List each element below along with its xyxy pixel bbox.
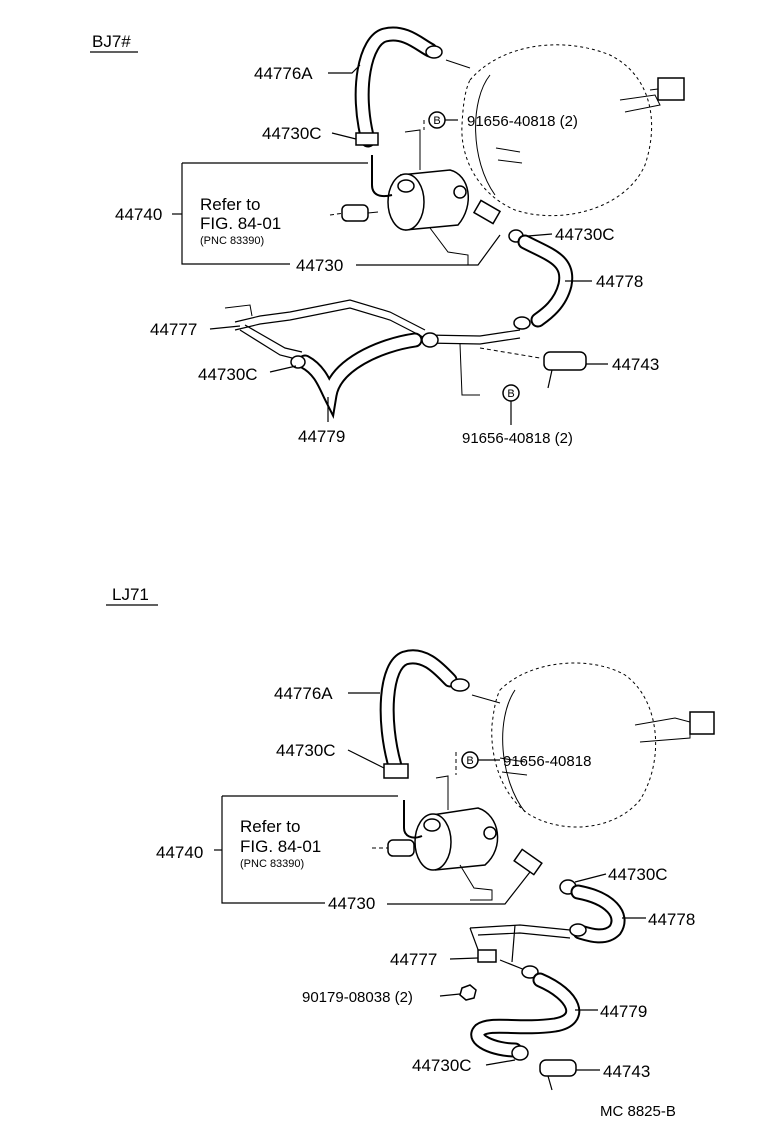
nut-icon <box>459 984 477 1001</box>
leader-line <box>527 233 553 237</box>
clamp-icon <box>511 1045 529 1061</box>
refer-line3: (PNC 83390) <box>240 858 304 870</box>
label-tube: 44777 <box>390 950 437 969</box>
hose-right <box>513 848 626 944</box>
label-bolt-bottom: 91656-40818 (2) <box>462 430 573 447</box>
section-title: BJ7# <box>92 32 131 51</box>
label-hose-lower: 44779 <box>600 1002 647 1021</box>
bolt-marker-label: B <box>433 115 440 127</box>
leader-line <box>209 325 241 330</box>
bracket-line <box>221 796 325 904</box>
label-bolt-top: 91656-40818 <box>503 753 591 770</box>
clamp-icon <box>421 332 439 348</box>
refer-line1: Refer to <box>200 195 260 214</box>
hose-upper <box>354 26 471 148</box>
brake-booster <box>491 662 715 828</box>
bolt-marker-label: B <box>466 755 473 767</box>
label-hose-upper: 44776A <box>254 64 313 83</box>
label-clamp-left: 44730C <box>276 741 336 760</box>
canister <box>329 129 469 266</box>
refer-line3: (PNC 83390) <box>200 235 264 247</box>
label-pipe: 44730 <box>296 256 343 275</box>
label-hose-right: 44778 <box>648 910 695 929</box>
label-nut: 90179-08038 (2) <box>302 989 413 1006</box>
clamp-icon <box>383 763 409 779</box>
bracket-line <box>181 163 290 265</box>
leader-line <box>449 957 479 960</box>
label-clamp-lower: 44730C <box>198 365 258 384</box>
leader-line <box>328 64 361 74</box>
tube-44777 <box>224 299 521 396</box>
label-clamp-right: 44730C <box>555 225 615 244</box>
hose-lower <box>470 965 581 1061</box>
leader-line <box>331 132 357 140</box>
brake-booster <box>461 44 685 217</box>
leader-line <box>485 1059 516 1066</box>
label-valve: 44743 <box>612 355 659 374</box>
valve-44743 <box>479 347 587 389</box>
valve-44743 <box>539 1059 577 1091</box>
leader-line <box>356 234 501 266</box>
hose-lower <box>290 332 423 419</box>
canister <box>372 775 499 901</box>
label-clamp-lower: 44730C <box>412 1056 472 1075</box>
leader-line <box>387 871 531 905</box>
refer-line2: FIG. 84-01 <box>200 214 281 233</box>
clamp-icon <box>355 132 379 146</box>
clamp-icon <box>569 923 587 937</box>
label-assembly: 44740 <box>156 843 203 862</box>
refer-line2: FIG. 84-01 <box>240 837 321 856</box>
doc-code: MC 8825-B <box>600 1103 676 1120</box>
label-assembly: 44740 <box>115 205 162 224</box>
label-clamp-right: 44730C <box>608 865 668 884</box>
clamp-icon <box>290 355 306 369</box>
label-valve: 44743 <box>603 1062 650 1081</box>
bolt-marker-label: B <box>507 388 514 400</box>
clamp-icon <box>513 316 531 330</box>
refer-line1: Refer to <box>240 817 300 836</box>
section-bj7: BJ7# <box>90 26 685 447</box>
clamp-icon <box>521 965 539 979</box>
label-tube: 44777 <box>150 320 197 339</box>
label-hose-upper: 44776A <box>274 684 333 703</box>
label-hose-lower: 44779 <box>298 427 345 446</box>
hose-right <box>472 199 574 330</box>
label-hose-right: 44778 <box>596 272 643 291</box>
leader-line <box>574 873 607 883</box>
clamp-icon <box>450 678 470 692</box>
label-bolt-top: 91656-40818 (2) <box>467 113 578 130</box>
tube-44777 <box>469 924 571 971</box>
leader-line <box>439 993 461 997</box>
clamp-icon <box>425 45 443 59</box>
leader-line <box>269 365 297 373</box>
label-pipe: 44730 <box>328 894 375 913</box>
label-clamp-left: 44730C <box>262 124 322 143</box>
section-title: LJ71 <box>112 585 149 604</box>
leader-line <box>347 749 385 769</box>
hose-upper <box>379 649 501 774</box>
section-lj71: LJ71 <box>106 585 715 1091</box>
